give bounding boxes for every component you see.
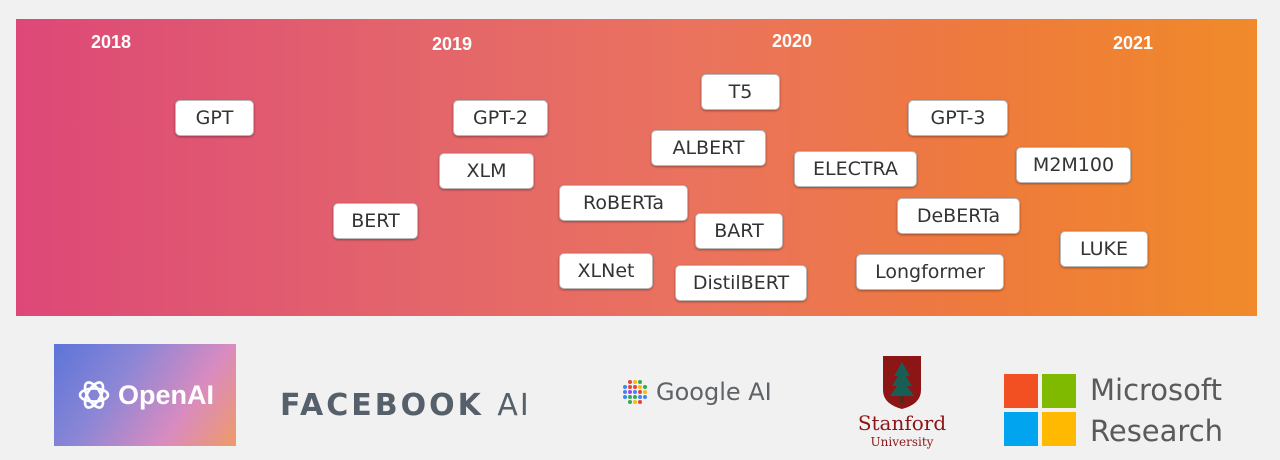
google-dots-icon	[623, 380, 647, 404]
ms-square-blue	[1004, 412, 1038, 446]
year-label-2020: 2020	[772, 31, 813, 51]
research-line: Research	[1090, 414, 1224, 448]
google-ai-label: Google AI	[656, 378, 772, 406]
model-chip-gpt-2: GPT-2	[453, 100, 548, 136]
ms-square-red	[1004, 374, 1038, 408]
facebook-ai-suffix: AI	[497, 388, 531, 423]
model-chip-roberta: RoBERTa	[559, 185, 688, 221]
year-label-2021: 2021	[1113, 33, 1154, 53]
ms-square-yellow	[1042, 412, 1076, 446]
model-chip-gpt: GPT	[175, 100, 254, 136]
openai-knot-icon	[78, 381, 110, 409]
model-chip-xlm: XLM	[439, 153, 534, 189]
model-chip-luke: LUKE	[1060, 231, 1148, 267]
model-chip-bart: BART	[695, 213, 783, 249]
organization-logos: OpenAI FACEBOOK AI Google AI Stanford Un…	[0, 330, 1280, 460]
facebook-wordmark: FACEBOOK	[280, 388, 484, 423]
year-label-2019: 2019	[432, 34, 473, 54]
year-label-2018: 2018	[91, 32, 132, 52]
model-chip-t5: T5	[701, 74, 780, 110]
model-chip-distilbert: DistilBERT	[675, 265, 807, 301]
facebook-ai-logo: FACEBOOK AI	[280, 388, 531, 423]
model-chip-gpt-3: GPT-3	[908, 100, 1008, 136]
model-chip-xlnet: XLNet	[559, 253, 653, 289]
model-chip-bert: BERT	[333, 203, 418, 239]
stanford-name: Stanford	[857, 411, 947, 435]
microsoft-research-wordmark: Microsoft Research	[1090, 370, 1223, 452]
model-chip-albert: ALBERT	[651, 130, 766, 166]
microsoft-squares-icon	[1004, 374, 1076, 446]
model-chip-m2m100: M2M100	[1016, 147, 1131, 183]
stanford-tree-seal-icon	[883, 356, 921, 409]
openai-label: OpenAI	[117, 379, 214, 410]
ms-square-green	[1042, 374, 1076, 408]
model-chip-electra: ELECTRA	[794, 151, 917, 187]
stanford-university: University	[870, 435, 934, 449]
openai-logo: OpenAI	[54, 344, 236, 446]
model-chip-deberta: DeBERTa	[897, 198, 1020, 234]
stanford-logo: Stanford University	[856, 354, 948, 458]
model-chip-longformer: Longformer	[856, 254, 1004, 290]
microsoft-line: Microsoft	[1090, 373, 1222, 407]
google-ai-logo: Google AI	[620, 377, 772, 407]
